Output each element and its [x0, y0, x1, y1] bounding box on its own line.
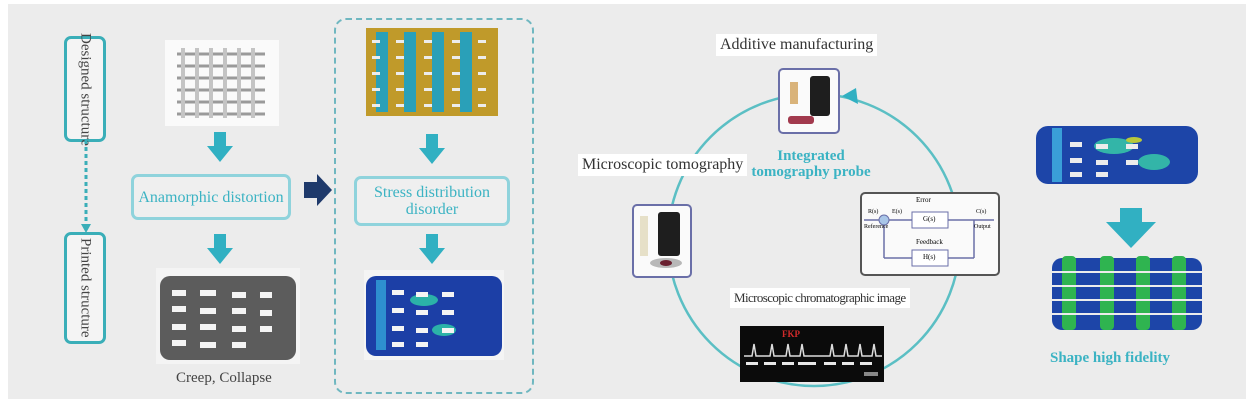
- error-label: Error: [916, 196, 931, 204]
- right-arrow-icon: [304, 174, 332, 206]
- g-label: G(s): [923, 215, 936, 223]
- designed-lattice-image: [165, 40, 279, 126]
- dashed-connector: [81, 140, 91, 233]
- feedback-label: Feedback: [916, 238, 943, 246]
- stress-region-dashed-box: [334, 18, 534, 394]
- collapsed-lattice-image: [156, 268, 300, 364]
- down-arrow-icon: [207, 234, 233, 264]
- tomography-device-image: [632, 204, 692, 278]
- down-arrow-icon: [419, 134, 445, 164]
- shape-fidelity-caption: Shape high fidelity: [1050, 350, 1171, 366]
- cycle-arrowhead-icon: [842, 88, 858, 104]
- control-loop-diagram: Error R(s) E(s) G(s) C(s) Reference Outp…: [860, 192, 1000, 276]
- printed-structure-box: Printed structure: [64, 232, 106, 344]
- down-arrow-icon: [419, 234, 445, 264]
- e-label: E(s): [892, 209, 902, 215]
- chromatogram-image: FKP: [740, 326, 884, 382]
- reference-label: Reference: [864, 224, 889, 230]
- disordered-stress-image: [364, 270, 504, 360]
- designed-structure-box: Designed structure: [64, 33, 106, 145]
- printer-device-image: [778, 68, 840, 134]
- nonoptimized-stress-image: [1036, 126, 1198, 184]
- output-label: Output: [974, 224, 991, 230]
- chromatographic-image-label: Microscopic chromatographic image: [730, 288, 910, 308]
- anamorphic-distortion-box: Anamorphic distortion: [131, 174, 291, 220]
- down-arrow-icon: [1106, 208, 1156, 248]
- printed-structure-label: Printed structure: [77, 238, 94, 338]
- h-label: H(s): [923, 253, 936, 261]
- designed-structure-label: Designed structure: [77, 32, 94, 146]
- stress-map-image: [366, 28, 498, 116]
- integrated-probe-label: Integrated tomography probe: [751, 148, 871, 180]
- chromatogram-marker: FKP: [782, 329, 800, 339]
- additive-manufacturing-label: Additive manufacturing: [716, 34, 878, 56]
- optimized-stress-image: [1052, 256, 1202, 330]
- creep-collapse-caption: Creep, Collapse: [176, 370, 272, 386]
- stress-distribution-box: Stress distribution disorder: [354, 176, 510, 226]
- figure-panel: Designed structure Printed structure Ana…: [8, 4, 1246, 399]
- down-arrow-icon: [207, 132, 233, 162]
- r-label: R(s): [868, 209, 879, 215]
- c-label: C(s): [976, 209, 987, 215]
- microscopic-tomography-label: Microscopic tomography: [578, 154, 748, 176]
